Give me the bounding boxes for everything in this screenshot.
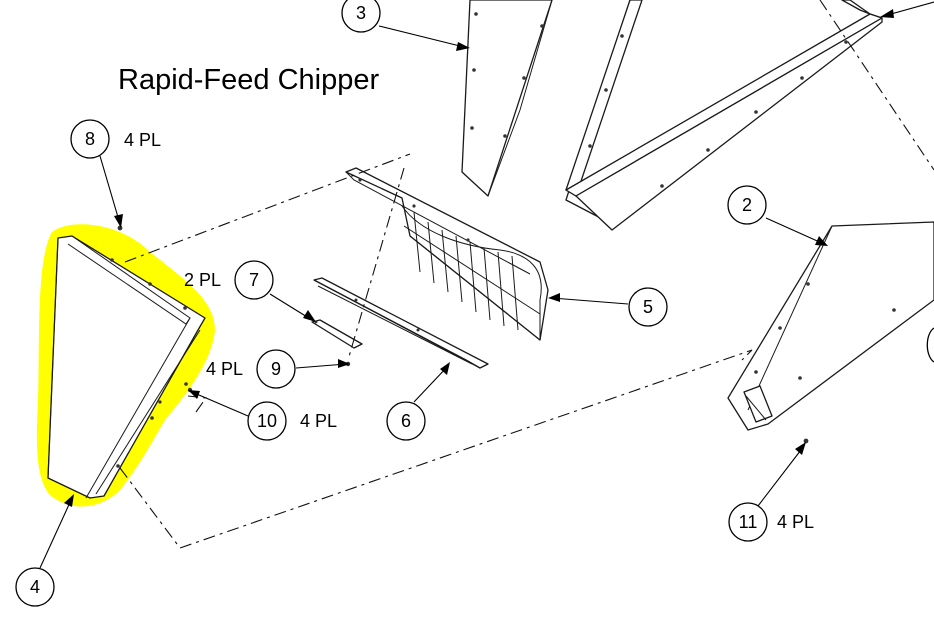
callout-10: 10 4 PL (247, 401, 337, 441)
callout-11: 11 4 PL (728, 502, 814, 542)
part-7-bracket (311, 319, 363, 349)
callout-4: 4 (15, 567, 55, 607)
callout-qty: 4 PL (777, 512, 814, 532)
callout-2: 2 (727, 185, 767, 225)
part-2-panel (727, 221, 934, 444)
leader-lines (39, 1, 934, 569)
callout-7: 7 2 PL (184, 260, 274, 300)
callout-8: 8 4 PL (70, 119, 161, 159)
callout-3: 3 (341, 0, 381, 33)
callout-label: 7 (249, 270, 259, 290)
callout-qty: 4 PL (124, 130, 161, 150)
callout-label: 10 (257, 411, 277, 431)
callout-qty: 4 PL (206, 359, 243, 379)
callout-label: 8 (85, 129, 95, 149)
callout-6: 6 (386, 401, 426, 441)
callout-label: 5 (643, 297, 653, 317)
callout-label: 9 (271, 359, 281, 379)
callout-partial-right (926, 327, 934, 363)
side-panel (565, 0, 883, 231)
callout-label: 4 (30, 577, 40, 597)
part-5-shield (345, 167, 549, 341)
callout-label: 3 (356, 3, 366, 23)
part-3-panel (461, 0, 553, 197)
callout-label: 6 (401, 411, 411, 431)
part-4-chute (47, 235, 206, 499)
callout-5: 5 (628, 287, 668, 327)
part-8-fastener (117, 225, 123, 231)
callout-qty: 2 PL (184, 270, 221, 290)
part-6-strip (313, 277, 489, 369)
callout-label: 2 (742, 195, 752, 215)
diagram-title: Rapid-Feed Chipper (118, 64, 379, 96)
callout-9: 9 4 PL (206, 349, 296, 389)
callout-label: 11 (739, 512, 758, 532)
callout-qty: 4 PL (300, 411, 337, 431)
